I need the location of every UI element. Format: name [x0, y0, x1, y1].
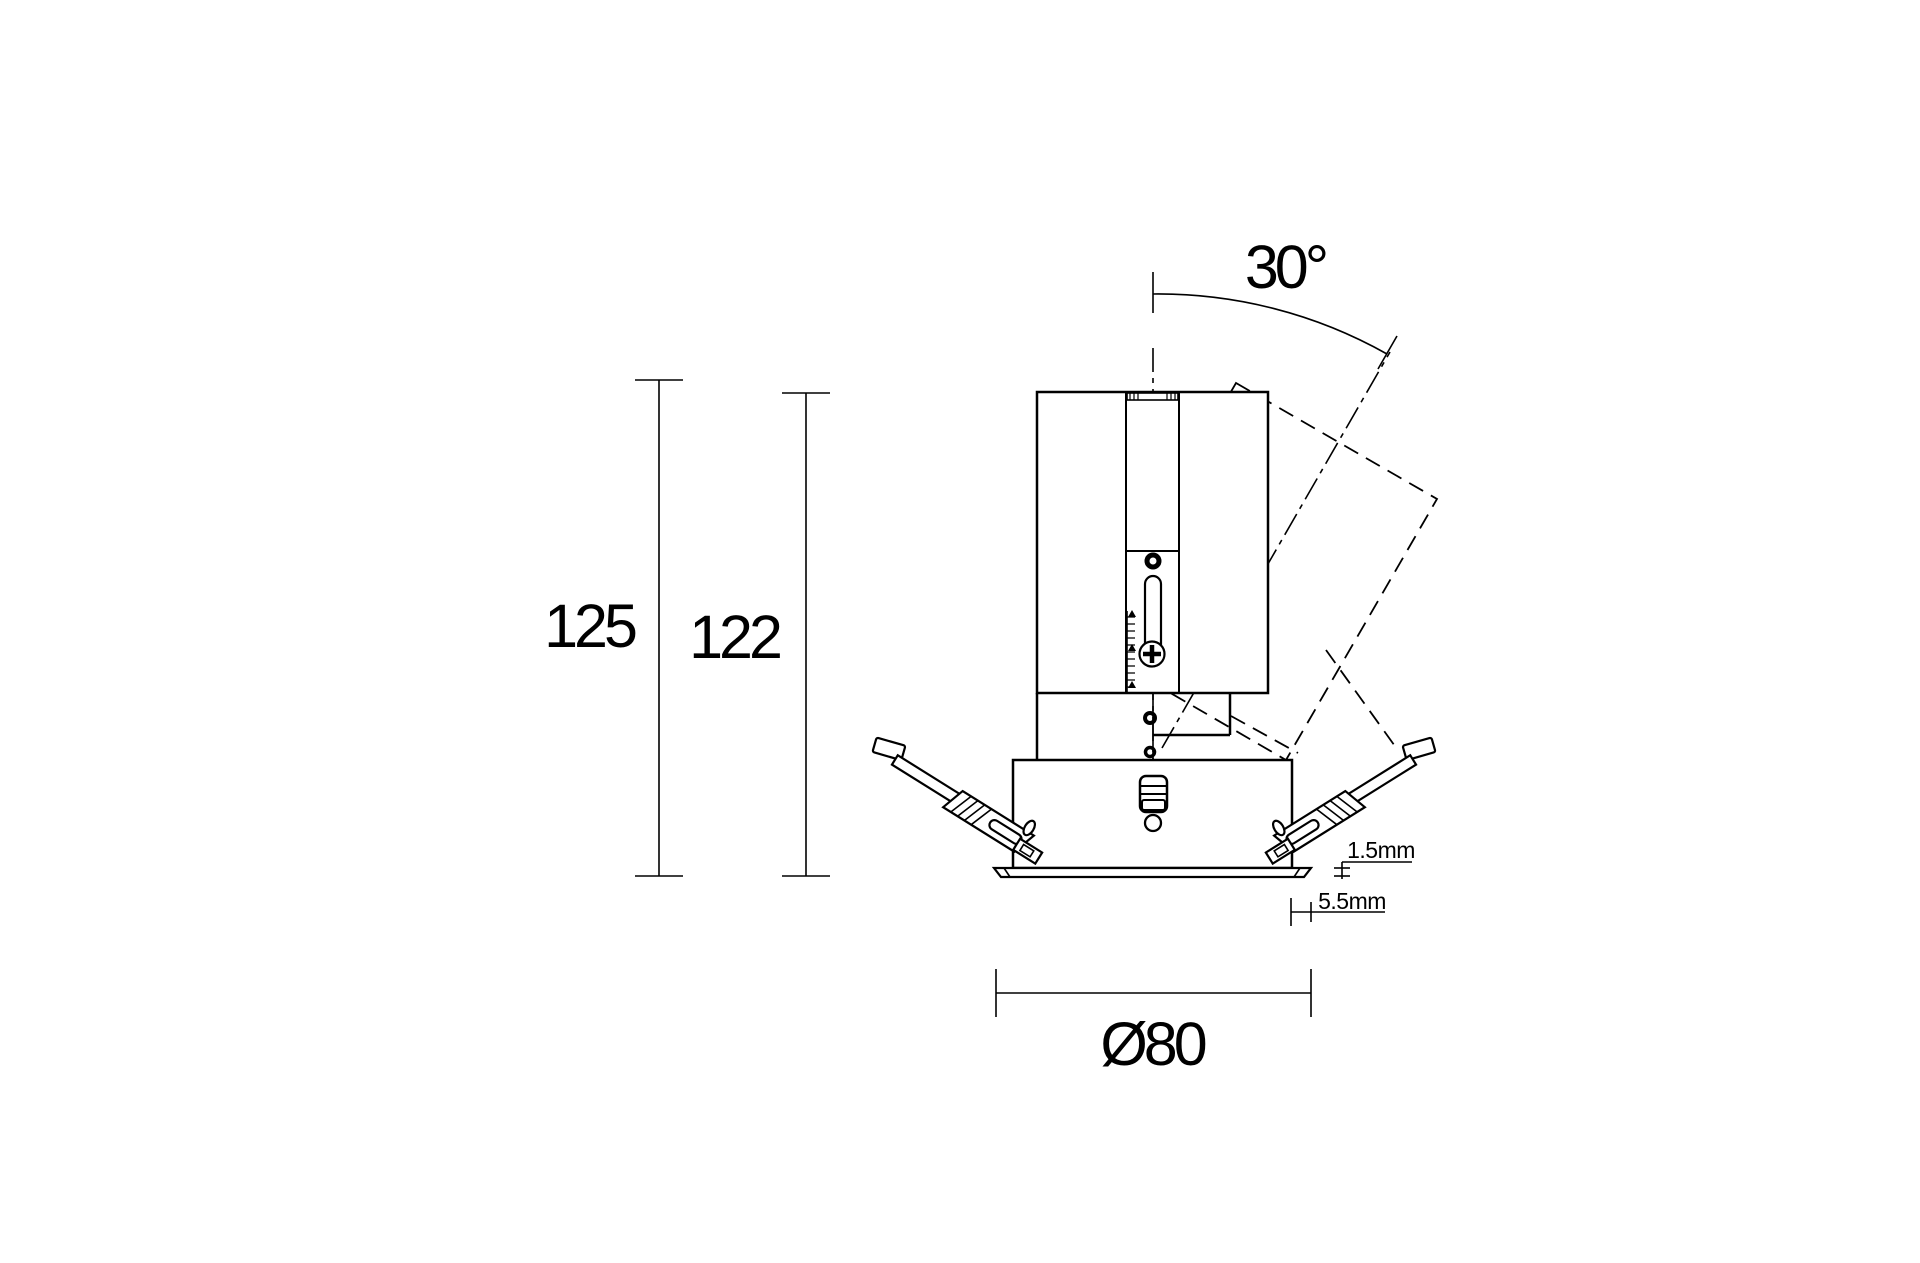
dim-recessed-height: [782, 392, 830, 877]
housing-base: [1011, 758, 1294, 870]
spring-hatch-left: [950, 795, 992, 826]
spring-foot-hole-left: [1018, 843, 1035, 858]
dim-rim-thickness: [1334, 861, 1412, 879]
fixture-body: [1035, 390, 1270, 695]
spring-loop-left: [1022, 819, 1037, 837]
spring-hatch-right: [1316, 795, 1358, 826]
tilted-edge-segment: [1325, 649, 1398, 750]
dim-cutout-diameter: [995, 969, 1312, 1017]
cable-hole: [1143, 813, 1163, 833]
spring-clip-left: [871, 736, 1044, 866]
dim-overall-height: [635, 379, 683, 877]
scale-pointer-top: [1128, 610, 1136, 617]
spring-pad-left: [871, 736, 907, 761]
spring-pad-right: [1401, 736, 1437, 761]
yoke-bracket: [1035, 693, 1232, 760]
angle-scale-ruler: [1126, 610, 1136, 692]
spring-foot-left: [1011, 837, 1044, 866]
yoke-screw-lower: [1143, 745, 1157, 759]
scale-pointer-bottom: [1128, 681, 1136, 688]
label-overall-height: 125: [544, 592, 638, 660]
inner-tube: [1125, 392, 1180, 693]
latch-clip: [1138, 774, 1169, 814]
spring-loop-right: [1271, 819, 1286, 837]
phillips-screw: [1138, 640, 1166, 668]
tilt-arc: [1152, 293, 1398, 370]
yoke-screw-upper: [1143, 711, 1157, 725]
spring-foot-hole-right: [1273, 843, 1290, 858]
label-rim-width: 5.5mm: [1318, 888, 1386, 914]
spring-shaft-right: [1344, 753, 1418, 807]
trim-flange: [991, 866, 1314, 879]
tilt-axis-line: [1161, 351, 1391, 749]
label-tilt-angle: 30°: [1244, 233, 1329, 301]
label-recessed-height: 122: [689, 603, 783, 671]
dim-rim-width: [1290, 898, 1385, 926]
label-cutout-diameter: Ø80: [1100, 1010, 1207, 1078]
spring-clip-right: [1264, 736, 1437, 866]
scale-pointer-mid: [1128, 644, 1136, 651]
spring-foot-right: [1264, 837, 1297, 866]
pivot-screw: [1144, 552, 1162, 570]
spring-shaft-left: [890, 753, 964, 807]
label-rim-thickness: 1.5mm: [1347, 837, 1415, 863]
tilted-bracket-segment: [1230, 715, 1299, 754]
